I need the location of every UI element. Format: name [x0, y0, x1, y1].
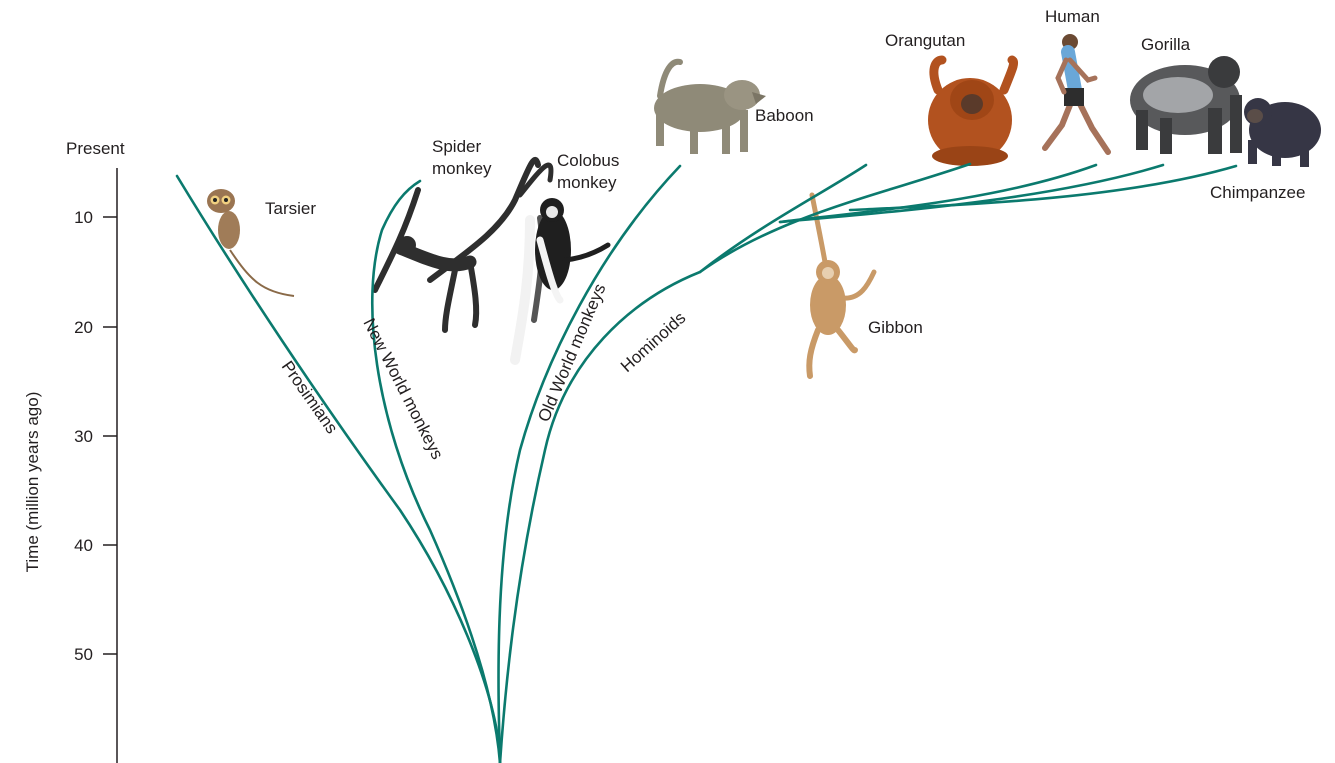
branch-new-world [370, 179, 502, 763]
species-label-colobus-line1: Colobus [557, 151, 619, 170]
species-label-spider-line1: Spider [432, 137, 481, 156]
axis-tick-label-30: 30 [74, 427, 93, 446]
branch-gorilla [778, 163, 1165, 224]
baboon-illustration [654, 58, 766, 154]
group-label-prosimians: Prosimians [278, 357, 342, 437]
species-label-gorilla: Gorilla [1141, 35, 1191, 54]
branch-chimpanzee [848, 164, 1238, 212]
orangutan-illustration [928, 55, 1019, 166]
axis-tick-label-10: 10 [74, 208, 93, 227]
branch-orangutan [698, 162, 972, 274]
species-label-baboon: Baboon [755, 106, 814, 125]
gorilla-illustration [1130, 56, 1242, 154]
axis-title: Time (million years ago) [23, 392, 42, 573]
gibbon-illustration [806, 192, 877, 379]
time-axis: 10 20 30 40 50 Present Time (million yea… [23, 139, 125, 763]
colobus-monkey-illustration [510, 198, 611, 365]
species-label-colobus-line2: monkey [557, 173, 617, 192]
group-label-hominoids: Hominoids [617, 308, 689, 376]
species-label-chimpanzee: Chimpanzee [1210, 183, 1305, 202]
spider-monkey-illustration [372, 156, 554, 333]
group-label-new-world: New World monkeys [359, 315, 447, 462]
present-label: Present [66, 139, 125, 158]
axis-tick-label-20: 20 [74, 318, 93, 337]
axis-tick-label-50: 50 [74, 645, 93, 664]
branch-hominoid-stem [498, 270, 702, 763]
tarsier-illustration [207, 189, 295, 297]
branch-old-world [497, 164, 682, 763]
group-label-old-world: Old World monkeys [534, 281, 609, 425]
species-label-tarsier: Tarsier [265, 199, 316, 218]
chimpanzee-illustration [1244, 98, 1321, 167]
species-label-human: Human [1045, 7, 1100, 26]
axis-tick-label-40: 40 [74, 536, 93, 555]
species-label-gibbon: Gibbon [868, 318, 923, 337]
phylogenetic-tree [175, 162, 1238, 763]
species-label-spider-line2: monkey [432, 159, 492, 178]
human-runner-illustration [1042, 34, 1111, 155]
species-label-orangutan: Orangutan [885, 31, 965, 50]
branch-gibbon [698, 163, 868, 274]
